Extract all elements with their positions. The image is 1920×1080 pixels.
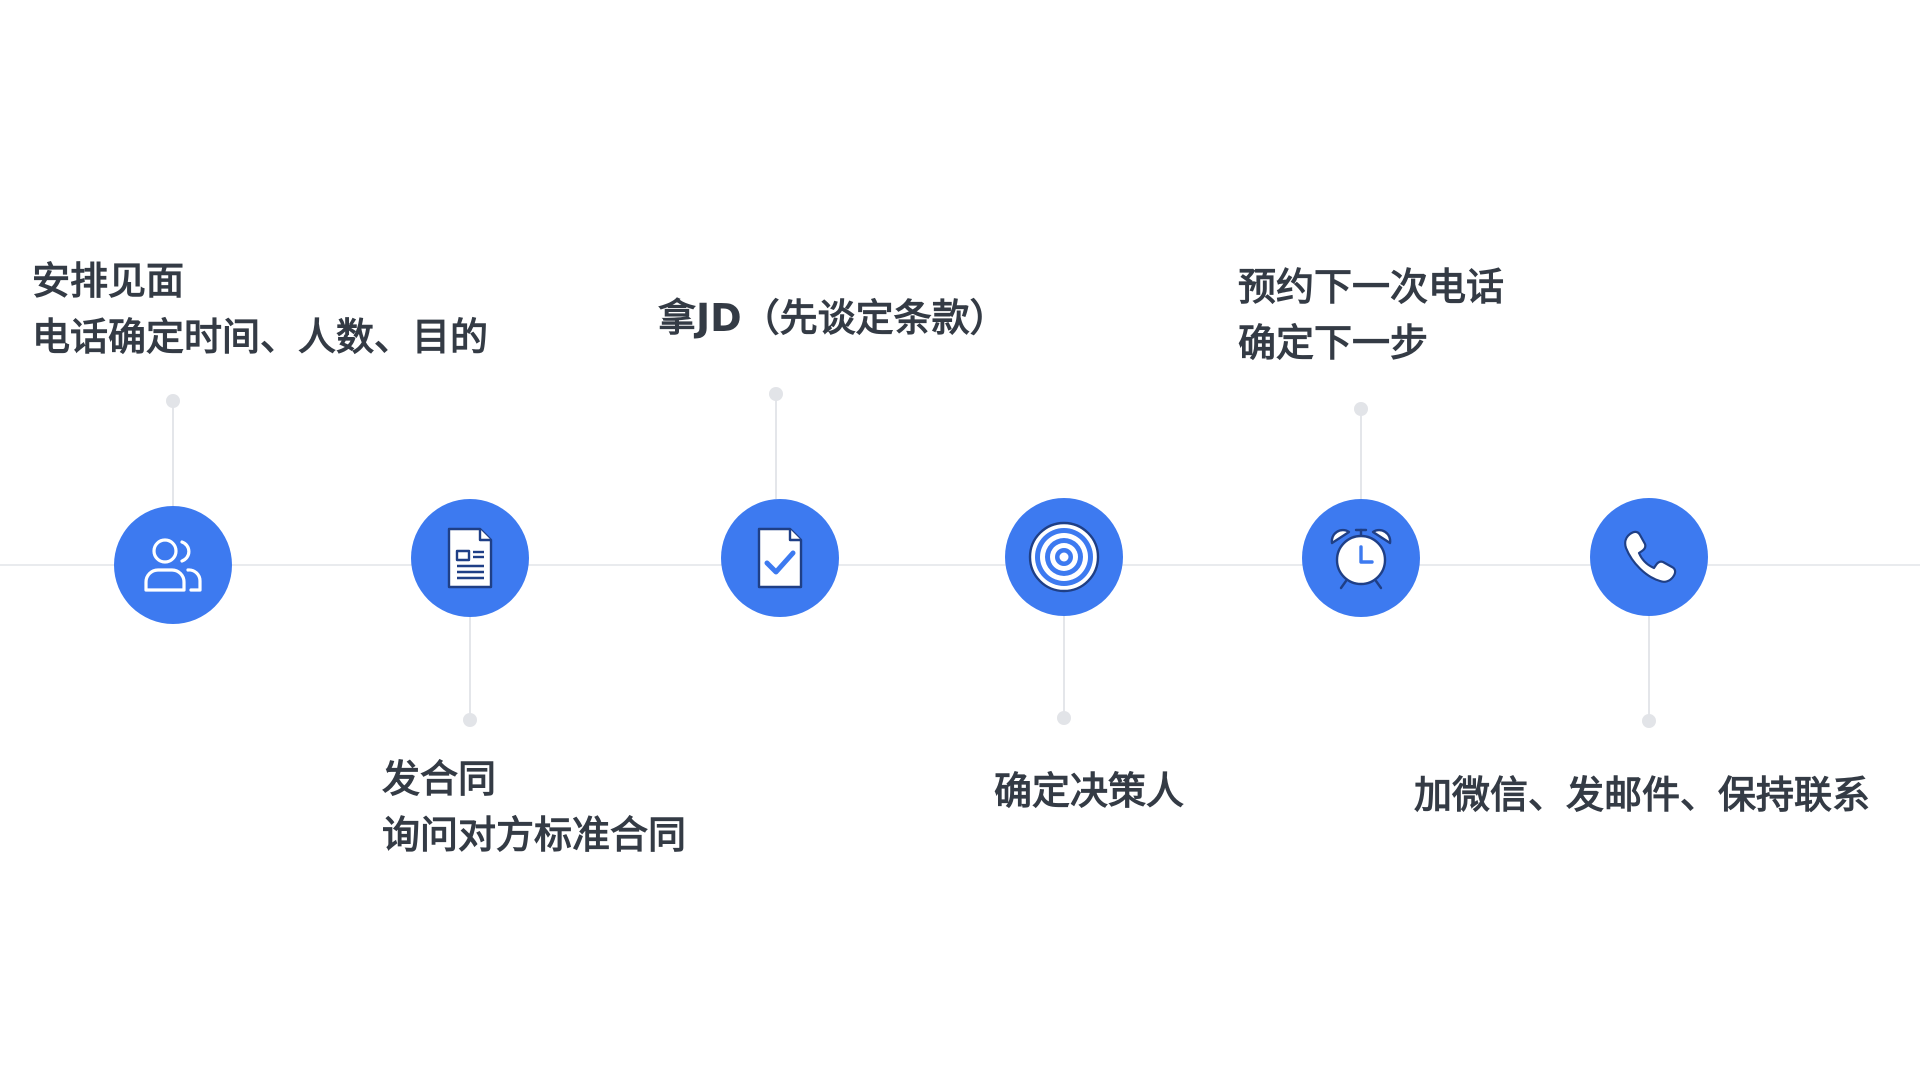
connector-next-call (1360, 410, 1362, 499)
label-keep-contact: 加微信、发邮件、保持联系 (1414, 767, 1870, 823)
label-line: 询问对方标准合同 (382, 813, 687, 857)
target-icon (1027, 520, 1101, 594)
connector-get-jd (775, 395, 777, 499)
dot-arrange-meeting (166, 394, 180, 408)
node-keep-contact (1590, 498, 1708, 616)
alarm-clock-icon (1324, 521, 1398, 595)
connector-send-contract (469, 617, 471, 720)
dot-decision-maker (1057, 711, 1071, 725)
node-next-call (1302, 499, 1420, 617)
node-decision-maker (1005, 498, 1123, 616)
node-send-contract (411, 499, 529, 617)
label-line: 安排见面 (32, 259, 185, 303)
label-get-jd: 拿JD（先谈定条款） (658, 290, 1008, 346)
label-line: 加微信、发邮件、保持联系 (1414, 773, 1871, 817)
connector-keep-contact (1648, 616, 1650, 722)
dot-next-call (1354, 402, 1368, 416)
node-get-jd (721, 499, 839, 617)
label-line: 确定下一步 (1238, 321, 1429, 365)
label-line: 发合同 (382, 757, 497, 801)
label-next-call: 预约下一次电话 确定下一步 (1238, 259, 1504, 371)
label-decision-maker: 确定决策人 (994, 763, 1184, 819)
label-line: 确定决策人 (994, 769, 1185, 813)
label-line: 预约下一次电话 (1238, 265, 1505, 309)
dot-keep-contact (1642, 714, 1656, 728)
label-arrange-meeting: 安排见面 电话确定时间、人数、目的 (32, 253, 488, 365)
node-arrange-meeting (114, 506, 232, 624)
timeline-axis (0, 564, 1920, 566)
label-line: 拿JD（先谈定条款） (658, 296, 1008, 340)
dot-send-contract (463, 713, 477, 727)
phone-icon (1612, 520, 1686, 594)
document-icon (433, 521, 507, 595)
connector-arrange-meeting (172, 402, 174, 506)
checked-document-icon (743, 521, 817, 595)
connector-decision-maker (1063, 616, 1065, 718)
users-icon (136, 528, 210, 602)
label-line: 电话确定时间、人数、目的 (32, 315, 489, 359)
dot-get-jd (769, 387, 783, 401)
label-send-contract: 发合同 询问对方标准合同 (382, 751, 686, 863)
